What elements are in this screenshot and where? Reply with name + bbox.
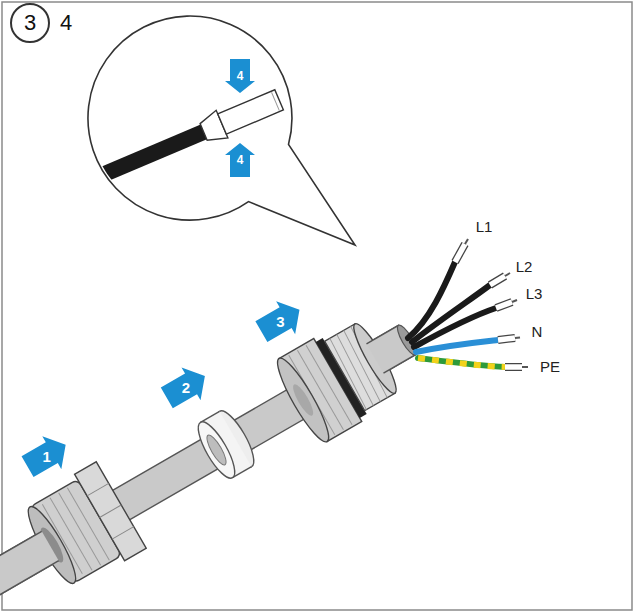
ferrule-detail (71, 86, 285, 200)
callout-number: 4 (237, 154, 244, 166)
wire-label: L3 (526, 286, 543, 301)
callout-number: 3 (276, 313, 284, 328)
wire-label: L2 (516, 259, 533, 274)
crimp-arrow (225, 143, 255, 177)
cable-gland (0, 252, 436, 612)
wires (408, 262, 505, 367)
zoom-bubble (88, 16, 355, 245)
crimp-arrow (225, 59, 255, 93)
wire-label: N (532, 324, 543, 339)
step-number: 4 (60, 12, 72, 34)
step-number: 3 (24, 12, 36, 34)
callout-number: 1 (42, 448, 50, 463)
wire-label: PE (540, 359, 560, 374)
step-circle: 3 (10, 3, 50, 43)
wire-label: L1 (476, 219, 493, 234)
callout-number: 2 (182, 379, 190, 394)
callout-number: 4 (237, 70, 244, 82)
